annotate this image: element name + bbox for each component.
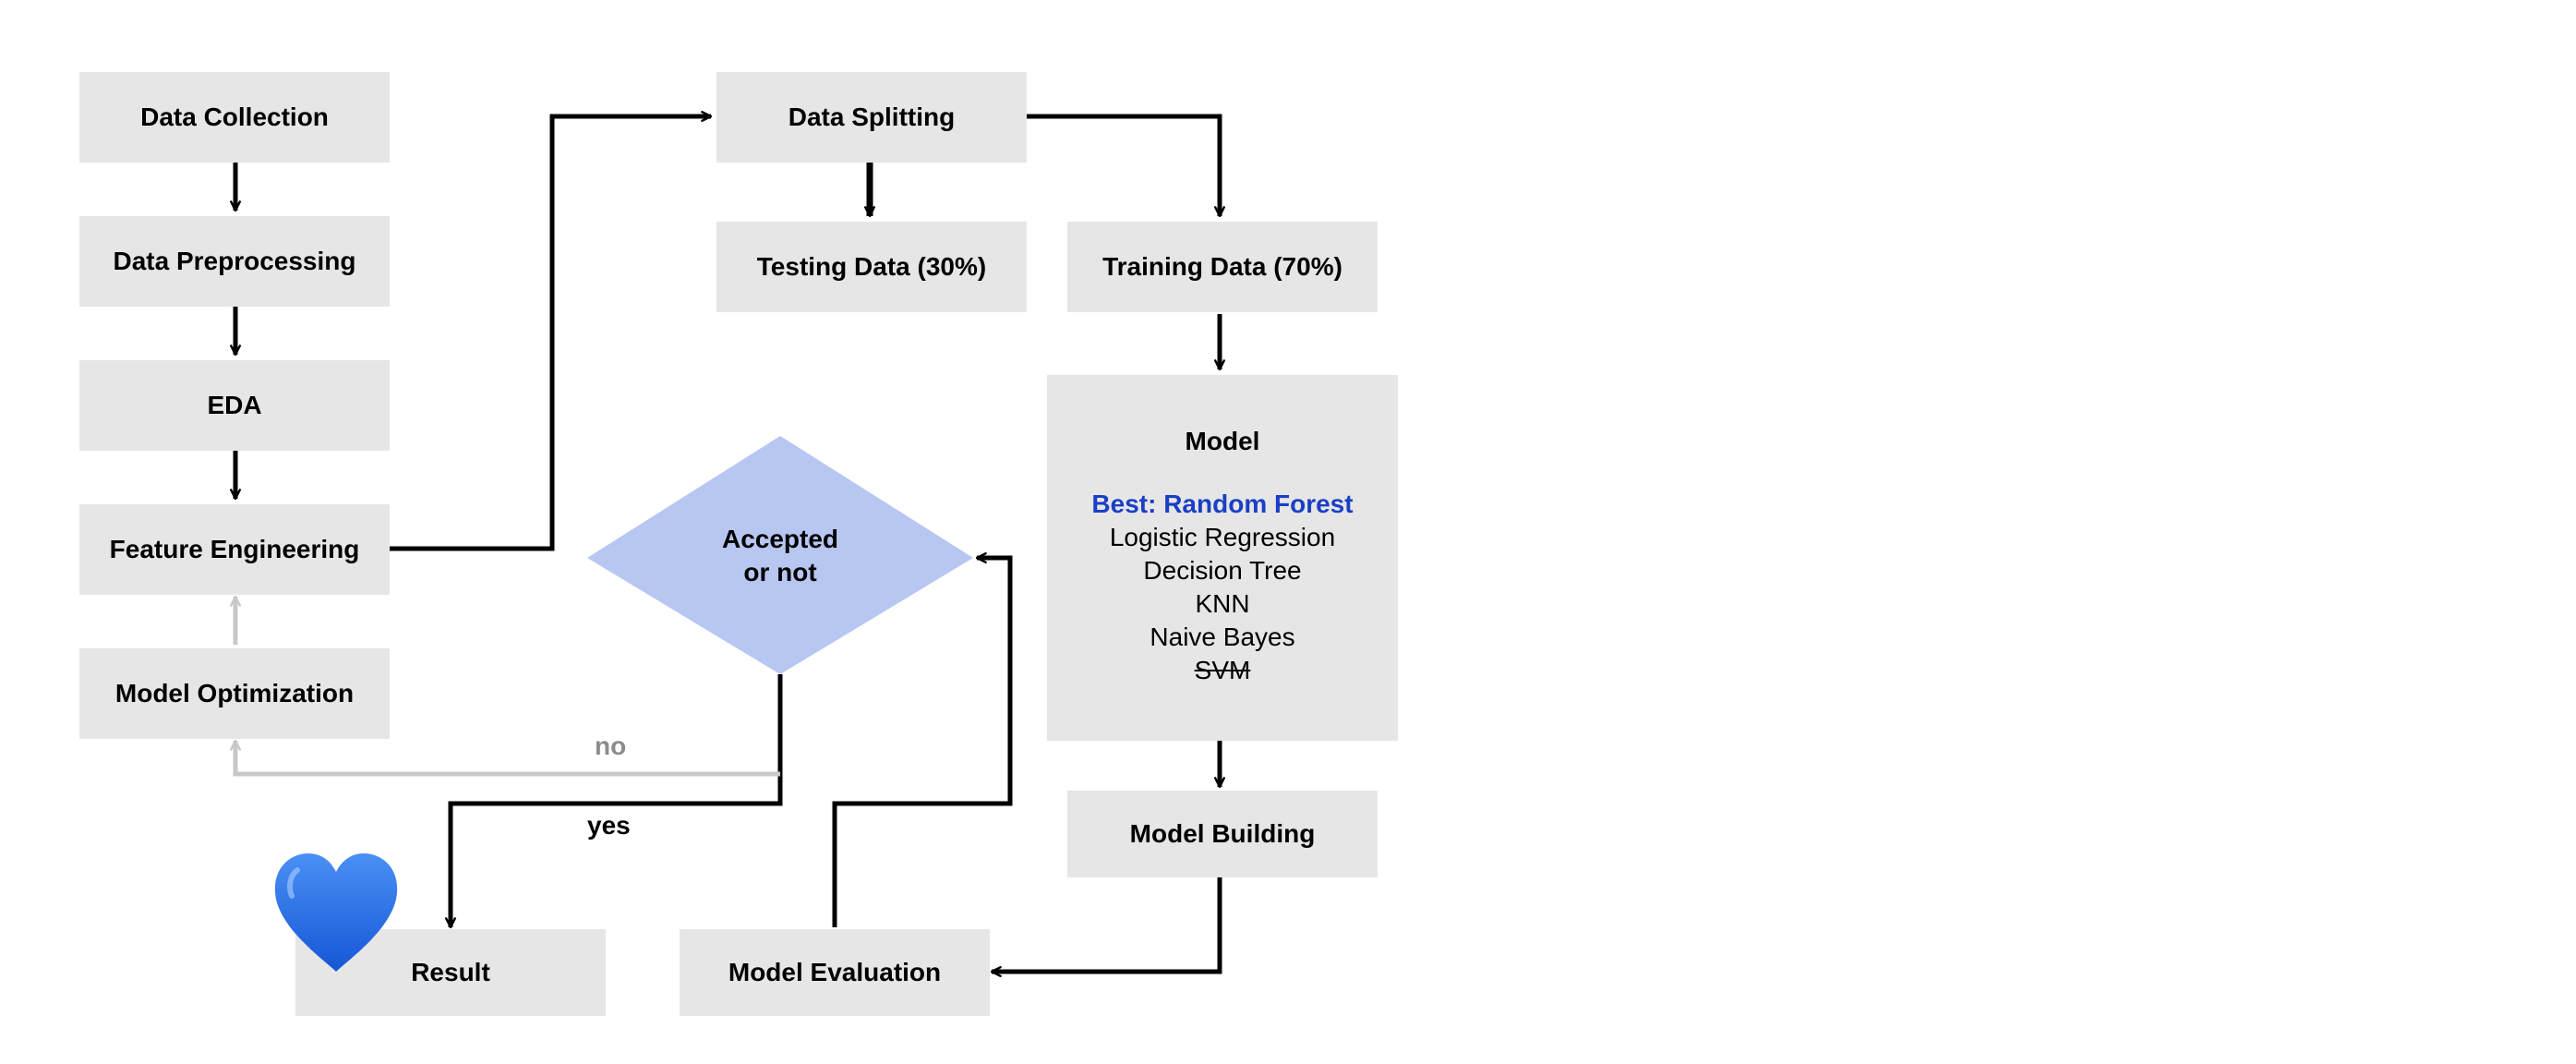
edge-feature-to-splitting	[390, 111, 713, 551]
model-title: Model	[1185, 427, 1260, 455]
node-eda: EDA	[79, 360, 390, 451]
node-feature-engineering: Feature Engineering	[79, 504, 390, 595]
node-data-collection: Data Collection	[79, 72, 390, 163]
node-model-building: Model Building	[1067, 791, 1378, 877]
node-label: Result	[411, 958, 490, 986]
node-label: Training Data (70%)	[1102, 252, 1342, 281]
node-training-data: Training Data (70%)	[1067, 222, 1378, 312]
node-data-preprocessing: Data Preprocessing	[79, 216, 390, 307]
node-label: Data Collection	[140, 103, 329, 131]
model-best-item: Best: Random Forest	[1091, 490, 1354, 518]
model-item-naive-bayes: Naive Bayes	[1150, 623, 1295, 651]
node-label: Model Optimization	[114, 679, 355, 707]
edge-label-yes: yes	[587, 811, 631, 840]
node-label: Model Building	[1129, 819, 1316, 848]
decision-line-1: Accepted	[721, 525, 839, 553]
decision-diamond	[587, 436, 973, 674]
node-label: Data Preprocessing	[113, 247, 356, 275]
decision-label: Accepted or not	[665, 523, 896, 589]
edge-evaluation-to-decision	[832, 552, 1013, 927]
model-item-svm-struck: SVM	[1194, 656, 1251, 684]
node-model-optimization: Model Optimization	[79, 648, 390, 739]
model-item-decision-tree: Decision Tree	[1143, 556, 1302, 585]
model-item-knn: KNN	[1195, 589, 1250, 618]
node-label: EDA	[207, 391, 262, 419]
node-label: Testing Data (30%)	[756, 252, 987, 281]
node-label: Model Evaluation	[728, 958, 942, 986]
edge-decision-no-to-optimization	[230, 739, 780, 777]
node-data-splitting: Data Splitting	[716, 72, 1027, 163]
node-result: Result	[295, 929, 606, 1016]
model-item-logistic-regression: Logistic Regression	[1109, 523, 1336, 551]
edge-building-to-evaluation	[990, 877, 1222, 977]
node-testing-data: Testing Data (30%)	[716, 222, 1027, 312]
decision-line-2: or not	[743, 558, 817, 586]
edge-label-no: no	[595, 732, 627, 760]
node-label: Data Splitting	[788, 103, 956, 131]
edge-decision-yes-to-result	[445, 674, 783, 929]
edge-splitting-to-training	[1027, 114, 1225, 218]
node-model: Model Best: Random Forest Logistic Regre…	[1047, 375, 1398, 741]
node-label: Feature Engineering	[109, 535, 360, 563]
blue-heart-icon	[274, 853, 398, 972]
model-list: Best: Random Forest Logistic Regression …	[1091, 488, 1353, 687]
node-model-evaluation: Model Evaluation	[680, 929, 990, 1016]
